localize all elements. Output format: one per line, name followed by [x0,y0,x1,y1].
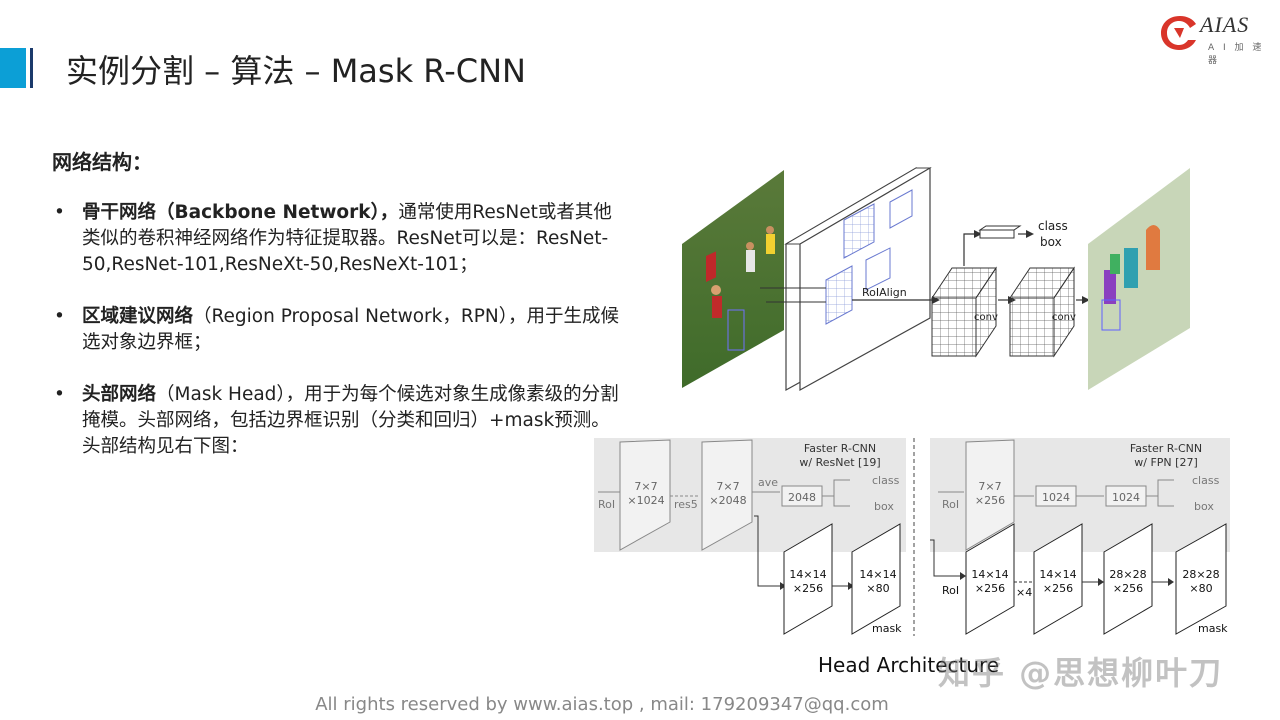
left-title-1: Faster R-CNN [804,442,876,455]
left-ave-label: ave [758,476,778,489]
bullet-text: （Mask Head），用于为每个候选对象生成像素级的分割掩模。头部网络，包括边… [82,384,619,457]
right-m3-b: ×256 [1113,582,1143,595]
left-fc-label: 2048 [788,491,816,504]
right-roi-bottom-label: RoI [942,584,959,597]
right-m2-b: ×256 [1043,582,1073,595]
bullet-term: 骨干网络（Backbone Network）， [82,202,399,223]
left-title-2: w/ ResNet [19] [799,456,880,469]
left-mask-label: mask [872,622,902,635]
title-accent-line [30,48,33,88]
right-mask-block-3 [1103,523,1153,635]
class-label: class [1038,219,1068,233]
bullet-term: 区域建议网络 [82,306,194,327]
bullet-rpn: • 区域建议网络（Region Proposal Network，RPN），用于… [52,304,628,356]
right-block1-a: 7×7 [978,480,1001,493]
left-res5-label: res5 [674,498,698,511]
left-mask-block-1 [783,523,833,635]
left-block-1 [619,439,671,551]
left-roi-label: RoI [598,498,615,511]
box-label: box [1040,235,1062,249]
bullet-list: • 骨干网络（Backbone Network），通常使用ResNet或者其他类… [52,200,628,486]
output-segmented-image [1088,168,1190,390]
roialign-label: RoIAlign [862,286,907,299]
logo-text: AIAS [1200,12,1250,37]
input-image [682,170,784,388]
right-box-label: box [1194,500,1214,513]
left-block1-a: 7×7 [634,480,657,493]
right-block1-b: ×256 [975,494,1005,507]
left-class-label: class [872,474,900,487]
conv-label-1: conv [974,312,998,323]
bullet-term: 头部网络 [82,384,157,405]
section-heading: 网络结构： [52,150,152,174]
bullet-text: （Region Proposal Network，RPN），用于生成候选对象边界… [82,306,619,353]
mask-rcnn-framework-figure: RoIAlign conv conv class box [682,166,1190,392]
right-m3-a: 28×28 [1109,568,1146,581]
left-box-label: box [874,500,894,513]
footer-copyright: All rights reserved by www.aias.top , ma… [315,694,889,715]
left-mask-block-2 [851,523,901,635]
left-mask2-a: 14×14 [859,568,896,581]
left-mask1-a: 14×14 [789,568,826,581]
right-title-1: Faster R-CNN [1130,442,1202,455]
left-block-2 [701,439,753,551]
bullet-text: 通常使用ResNet或者其他类似的卷积神经网络作为特征提取器。ResNet可以是… [82,202,612,275]
conv-block-1 [931,266,997,358]
left-block2-b: ×2048 [709,494,746,507]
right-roi-top-label: RoI [942,498,959,511]
head-architecture-figure: Faster R-CNN w/ ResNet [19] RoI 7×7 ×102… [594,438,1230,636]
right-times4-label: ×4 [1016,586,1032,599]
logo-subtext: A I 加 速 器 [1208,43,1265,66]
right-title-2: w/ FPN [27] [1134,456,1197,469]
right-mask-label: mask [1198,622,1228,635]
conv-block-2 [1009,266,1075,358]
page-title: 实例分割 – 算法 – Mask R-CNN [66,52,526,90]
bullet-marker: • [54,306,65,327]
right-m4-a: 28×28 [1182,568,1219,581]
conv-label-2: conv [1052,312,1076,323]
right-m2-a: 14×14 [1039,568,1076,581]
right-fc2-label: 1024 [1112,491,1140,504]
aias-logo-icon [1161,16,1196,50]
bullet-mask-head: • 头部网络（Mask Head），用于为每个候选对象生成像素级的分割掩模。头部… [52,382,628,460]
right-m1-a: 14×14 [971,568,1008,581]
right-m1-b: ×256 [975,582,1005,595]
right-class-label: class [1192,474,1220,487]
right-mask-block-4 [1175,523,1227,635]
left-mask1-b: ×256 [793,582,823,595]
bullet-marker: • [54,202,65,223]
left-block1-b: ×1024 [627,494,664,507]
bullet-marker: • [54,384,65,405]
bullet-backbone: • 骨干网络（Backbone Network），通常使用ResNet或者其他类… [52,200,628,278]
zhihu-watermark: 知乎 @思想柳叶刀 [938,654,1224,692]
right-fc1-label: 1024 [1042,491,1070,504]
left-mask2-b: ×80 [866,582,889,595]
title-accent-bar [0,48,26,88]
figure-caption: Head Architecture [818,653,1000,677]
right-m4-b: ×80 [1189,582,1212,595]
right-block-1 [965,439,1015,551]
right-mask-block-2 [1033,523,1083,635]
left-block2-a: 7×7 [716,480,739,493]
right-mask-block-1 [965,523,1015,635]
